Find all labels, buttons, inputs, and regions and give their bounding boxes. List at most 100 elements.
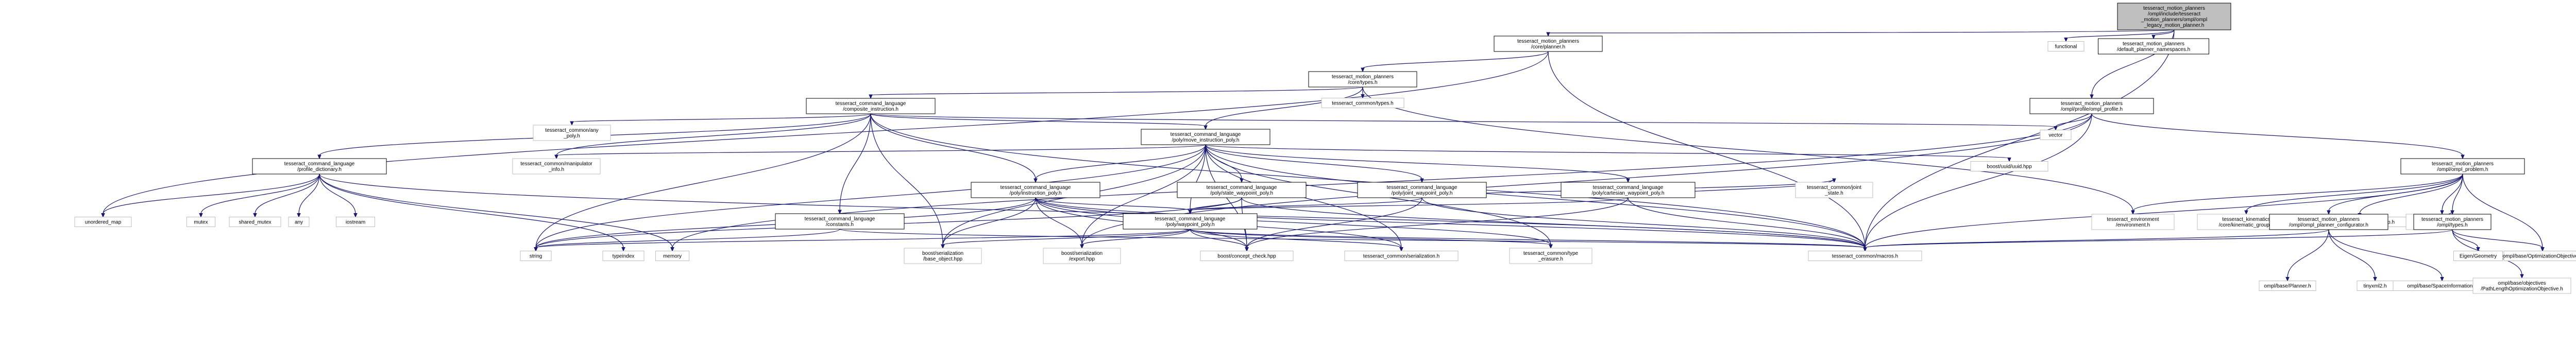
edge-ompl-types-to-eigen xyxy=(2452,229,2479,248)
edge-arrowhead xyxy=(554,154,558,160)
node-state-wp[interactable]: tesseract_command_language/poly/state_wa… xyxy=(1177,182,1307,198)
node-common-type-erasure: tesseract_common/type_erasure.h xyxy=(1509,248,1592,264)
node-tinyxml2: tinyxml2.h xyxy=(2357,281,2394,291)
edge-ompl-problem-to-env xyxy=(2132,174,2463,212)
node-label: /constants.h xyxy=(826,222,854,228)
edge-ompl-profile-to-ompl-problem xyxy=(2091,113,2463,156)
node-instr-poly[interactable]: tesseract_command_language/poly/instruct… xyxy=(971,182,1100,198)
node-core-types[interactable]: tesseract_motion_planners/core/types.h xyxy=(1308,71,1417,88)
node-common-serial: tesseract_common/serialization.h xyxy=(1344,251,1459,261)
edge-arrowhead xyxy=(1080,244,1084,249)
edge-ompl-types-to-opt-objective xyxy=(2452,229,2543,249)
edge-layer xyxy=(101,29,2545,282)
node-label: boost/serialization xyxy=(1061,251,1103,256)
node-label: tesseract_common/serialization.h xyxy=(1363,254,1439,259)
node-box xyxy=(229,217,281,227)
node-boost-uuid: boost/uuid/uuid.hpp xyxy=(1970,161,2048,171)
node-shared-mutex: shared_mutex xyxy=(229,217,281,227)
edge-arrowhead xyxy=(1832,178,1836,183)
node-label: /composite_instruction.h xyxy=(843,107,899,112)
node-move-instr[interactable]: tesseract_command_language/poly/move_ins… xyxy=(1141,129,1270,145)
edge-constants-to-common-macros xyxy=(839,229,1866,249)
node-box xyxy=(1123,213,1258,230)
node-ompl-profile[interactable]: tesseract_motion_planners/ompl/profile/o… xyxy=(2029,98,2154,114)
edge-arrowhead xyxy=(1863,247,1867,252)
edge-arrowhead xyxy=(869,94,873,99)
edge-instr-poly-to-common-type-erasure xyxy=(1035,197,1551,246)
edge-root-to-core-planner xyxy=(1548,29,2175,33)
node-box xyxy=(1509,248,1592,264)
node-cart-wp[interactable]: tesseract_command_language/poly/cartesia… xyxy=(1561,182,1696,198)
node-common-types: tesseract_common/types.h xyxy=(1321,98,1404,108)
node-label: functional xyxy=(2055,44,2077,50)
node-label: /ompl/types.h xyxy=(2437,222,2467,228)
node-label: boost/serialization xyxy=(922,251,963,256)
node-ompl-types[interactable]: tesseract_motion_planners/ompl/types.h xyxy=(2413,214,2492,230)
edge-root-to-functional xyxy=(2065,29,2175,39)
edge-ompl-problem-to-common-macros xyxy=(1865,174,2463,248)
edge-arrowhead xyxy=(2007,158,2011,162)
node-box xyxy=(602,251,645,261)
edge-arrowhead xyxy=(1549,244,1553,249)
node-waypoint-poly[interactable]: tesseract_command_language/poly/waypoint… xyxy=(1123,213,1258,230)
edge-arrowhead xyxy=(2461,154,2465,160)
edge-joint-wp-to-boost-concept xyxy=(1246,197,1422,248)
edge-arrowhead xyxy=(838,210,842,215)
node-label: tesseract_command_language xyxy=(805,216,875,222)
node-label: ompl/base/objectives xyxy=(2498,281,2546,286)
edge-arrowhead xyxy=(353,213,358,218)
edge-move-instr-to-waypoint-poly xyxy=(1190,144,1206,211)
node-label: tinyxml2.h xyxy=(2363,284,2386,289)
node-label: ompl/base/SpaceInformation.h xyxy=(2407,284,2477,289)
node-label: _poly.h xyxy=(563,133,580,139)
edge-profile-dict-to-mutex xyxy=(200,174,320,214)
node-root[interactable]: tesseract_motion_planners/ompl/include/t… xyxy=(2117,3,2231,30)
edge-joint-wp-to-common-macros xyxy=(1421,197,1866,248)
edge-arrowhead xyxy=(2244,210,2248,215)
node-composite[interactable]: tesseract_command_language/composite_ins… xyxy=(806,98,936,114)
node-label: tesseract_command_language xyxy=(1593,185,1664,190)
node-box xyxy=(806,98,936,114)
edge-composite-to-common-any xyxy=(571,113,871,123)
node-planner-config[interactable]: tesseract_motion_planners/ompl/ompl_plan… xyxy=(2269,214,2388,230)
edge-arrowhead xyxy=(670,247,674,252)
edge-arrowhead xyxy=(2440,277,2444,282)
node-label: /core/kinematic_group.h xyxy=(2219,222,2274,228)
node-iostream: iostream xyxy=(336,217,375,227)
node-label: iostream xyxy=(346,220,365,226)
edge-profile-dict-to-any xyxy=(298,174,320,214)
node-default-ns[interactable]: tesseract_motion_planners/default_planne… xyxy=(2098,38,2209,55)
edge-arrowhead xyxy=(1626,178,1630,183)
node-constants[interactable]: tesseract_command_language/constants.h xyxy=(775,213,905,230)
node-box xyxy=(2091,214,2175,230)
edge-composite-to-common-macros xyxy=(870,113,1866,248)
node-box xyxy=(512,158,601,175)
node-profile-dict[interactable]: tesseract_command_language/profile_dicti… xyxy=(252,158,387,175)
edge-composite-to-manipulator xyxy=(556,113,871,156)
node-joint-wp[interactable]: tesseract_command_language/poly/joint_wa… xyxy=(1357,182,1487,198)
node-mutex: mutex xyxy=(187,217,215,227)
node-label: /core/planner.h xyxy=(1531,44,1565,50)
edge-ompl-problem-to-opt-objective xyxy=(2462,174,2543,248)
node-label: tesseract_motion_planners xyxy=(2061,101,2123,107)
node-core-planner[interactable]: tesseract_motion_planners/core/planner.h xyxy=(1494,36,1603,52)
node-box xyxy=(655,251,689,261)
edge-arrowhead xyxy=(941,244,945,249)
edge-planner-config-to-common-macros xyxy=(1865,229,2329,249)
node-label: /ompl/ompl_problem.h xyxy=(2437,167,2488,172)
edge-instr-poly-to-boost-base xyxy=(942,197,1036,246)
edge-move-instr-to-boost-uuid xyxy=(1205,144,2010,159)
node-label: tesseract_common/any xyxy=(545,128,598,133)
edge-arrowhead xyxy=(2440,210,2444,215)
edge-arrowhead xyxy=(2476,247,2480,252)
node-label: memory xyxy=(663,254,682,259)
node-label: tesseract_common/joint xyxy=(1807,185,1861,190)
edge-composite-to-move-instr xyxy=(870,113,1206,127)
edge-ompl-problem-to-simple-setup xyxy=(2359,174,2463,214)
node-ompl-problem[interactable]: tesseract_motion_planners/ompl/ompl_prob… xyxy=(2400,158,2525,175)
node-label: tesseract_command_language xyxy=(1155,216,1226,222)
node-label: tesseract_common/types.h xyxy=(1332,101,1394,107)
node-box xyxy=(520,251,552,261)
edge-cart-wp-to-waypoint-poly xyxy=(1190,197,1629,211)
node-label: /ompl/ompl_planner_configurator.h xyxy=(2289,222,2368,228)
